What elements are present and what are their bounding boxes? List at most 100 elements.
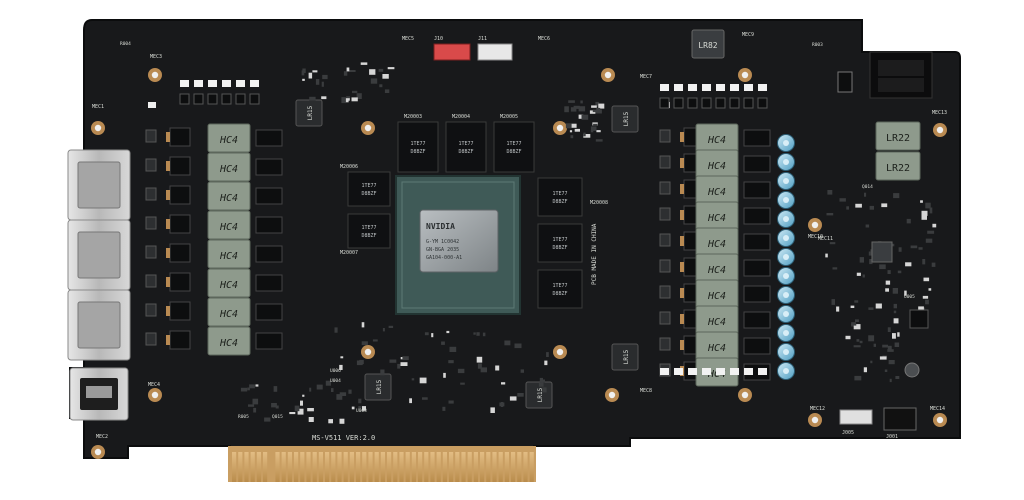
smd-part bbox=[379, 84, 383, 88]
smd-part bbox=[482, 332, 486, 337]
gold-finger-pin bbox=[411, 452, 416, 482]
vrm-capacitor bbox=[145, 187, 157, 201]
vrm-driver bbox=[743, 285, 771, 303]
mounting-hole-center bbox=[811, 221, 819, 229]
top-resistor bbox=[674, 84, 683, 91]
gold-finger-pin bbox=[529, 452, 534, 482]
smd-part bbox=[346, 67, 350, 72]
memory-chip bbox=[445, 121, 487, 173]
vrm-pad bbox=[166, 219, 170, 229]
memory-chip-marking: D8BZF bbox=[361, 191, 376, 197]
smd-part bbox=[570, 135, 574, 139]
smd-part bbox=[504, 340, 511, 346]
gold-finger-pin bbox=[504, 452, 509, 482]
gold-finger-pin bbox=[473, 452, 478, 482]
top-mosfet bbox=[673, 97, 684, 109]
memory-chip bbox=[493, 121, 535, 173]
polymer-capacitor-top bbox=[783, 254, 789, 260]
smd-part bbox=[542, 387, 547, 393]
smd-part bbox=[308, 417, 314, 422]
smd-part bbox=[509, 396, 517, 401]
gold-finger-pin bbox=[287, 452, 292, 482]
smd-part bbox=[898, 247, 902, 252]
gold-finger-pin bbox=[374, 452, 379, 482]
gold-finger-pin bbox=[430, 452, 435, 482]
smd-part bbox=[240, 387, 248, 392]
board-version-label: MS-V511 VER:2.0 bbox=[312, 434, 375, 442]
smd-part bbox=[565, 123, 572, 129]
smd-part bbox=[583, 132, 586, 137]
smd-part bbox=[348, 70, 356, 72]
mounting-hole-center bbox=[364, 348, 372, 356]
fan-connector-bottom-2: J001 bbox=[883, 407, 917, 440]
small-choke-5-label: LR15 bbox=[537, 387, 544, 402]
gddr-memory-chips: 1TE77D8BZF1TE77D8BZF1TE77D8BZF1TE77D8BZF… bbox=[340, 114, 608, 309]
vrm-choke bbox=[207, 181, 251, 211]
small-inductor-round bbox=[904, 362, 920, 378]
smd-part bbox=[887, 345, 892, 351]
memory-chip-marking: 1TE77 bbox=[552, 283, 567, 289]
smd-part bbox=[538, 383, 544, 387]
vrm-pad bbox=[680, 288, 684, 298]
small-choke-3: LR15 bbox=[611, 343, 639, 371]
small-choke-3-label: LR15 bbox=[623, 349, 630, 364]
top-resistor bbox=[236, 80, 245, 87]
right-choke-2: LR22 bbox=[875, 151, 921, 181]
smd-part bbox=[846, 206, 849, 210]
gold-finger-pin bbox=[343, 452, 348, 482]
memory-chip bbox=[347, 171, 391, 207]
gold-finger-pin bbox=[455, 452, 460, 482]
smd-part bbox=[289, 412, 296, 415]
smd-components bbox=[240, 62, 937, 424]
vrm-pad bbox=[166, 248, 170, 258]
smd-part bbox=[339, 392, 347, 396]
smd-part bbox=[369, 69, 376, 75]
small-inductor bbox=[871, 241, 893, 263]
vrm-choke-label: HC4 bbox=[707, 343, 726, 354]
smd-part bbox=[931, 262, 936, 267]
vrm-mosfet bbox=[169, 330, 191, 350]
top-mosfet bbox=[235, 93, 246, 105]
vrm-capacitor bbox=[145, 245, 157, 259]
smd-part bbox=[419, 377, 427, 384]
smd-part bbox=[895, 376, 900, 379]
top-mosfet bbox=[659, 97, 670, 109]
smd-part bbox=[380, 369, 385, 376]
polymer-capacitor-top bbox=[783, 235, 789, 241]
vrm-choke bbox=[207, 152, 251, 182]
smd-part bbox=[925, 238, 933, 243]
smd-part bbox=[473, 332, 476, 335]
vrm-choke-label: HC4 bbox=[707, 187, 726, 198]
vrm-pad bbox=[680, 262, 684, 272]
smd-part bbox=[300, 400, 303, 406]
top-resistor bbox=[660, 84, 669, 91]
smd-part bbox=[431, 333, 434, 338]
vrm-capacitor bbox=[659, 181, 671, 195]
memory-chip-marking: 1TE77 bbox=[361, 183, 376, 189]
vrm-choke-label: HC4 bbox=[219, 280, 238, 291]
smd-part bbox=[322, 74, 328, 80]
top-mosfet bbox=[193, 93, 204, 105]
smd-part bbox=[879, 356, 887, 360]
gold-finger-pin bbox=[486, 452, 491, 482]
top-resistor bbox=[222, 80, 231, 87]
part-label: R004 bbox=[120, 41, 131, 47]
smd-part bbox=[495, 365, 500, 371]
smd-part bbox=[869, 259, 873, 265]
mounting-hole-center bbox=[608, 391, 616, 399]
gpu-marking-line-1: G-YM 1C0042 bbox=[426, 239, 459, 245]
smd-part bbox=[409, 398, 412, 404]
smd-part bbox=[595, 101, 600, 107]
vrm-pad bbox=[166, 132, 170, 142]
mounting-hole-label: MEC10 bbox=[808, 234, 823, 240]
smd-part bbox=[358, 398, 362, 404]
smd-part bbox=[297, 408, 304, 415]
vrm-choke-label: HC4 bbox=[707, 239, 726, 250]
smd-part bbox=[882, 344, 888, 348]
polymer-capacitor-top bbox=[783, 216, 789, 222]
gold-finger-pin bbox=[449, 452, 454, 482]
smd-part bbox=[476, 332, 480, 336]
smd-part bbox=[389, 359, 397, 363]
